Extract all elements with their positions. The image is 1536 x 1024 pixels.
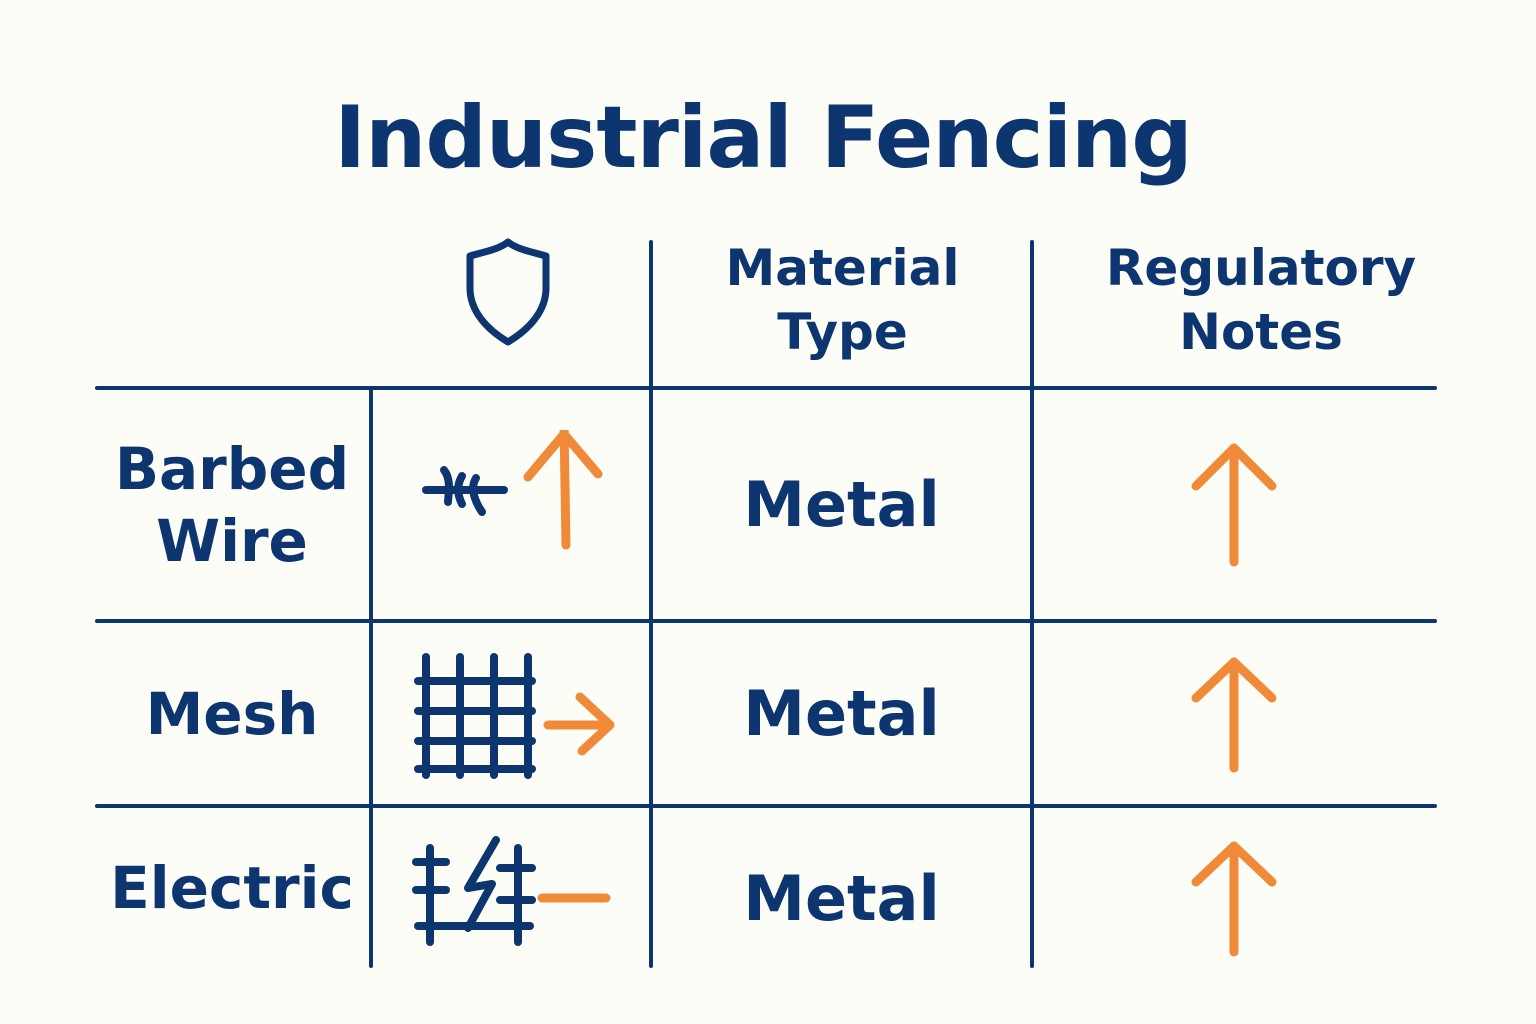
grid-line-row1 (95, 619, 1437, 623)
regulatory-cell (1034, 623, 1436, 804)
regulatory-cell (1034, 390, 1436, 619)
header-material-type: Material Type (655, 235, 1030, 365)
shield-icon (466, 238, 550, 346)
row-icon-cell (373, 808, 649, 968)
header-label-line: Notes (1179, 303, 1343, 361)
up-arrow-icon (523, 429, 603, 549)
up-arrow-icon (1191, 443, 1277, 566)
row-label-electric: Electric (95, 808, 369, 968)
grid-line-col2 (649, 240, 653, 968)
mesh-grid-icon (414, 652, 615, 779)
right-arrow-icon (543, 692, 615, 755)
barbed-wire-icon (422, 429, 603, 549)
shield-header-cell (420, 225, 596, 355)
header-label-line: Regulatory (1105, 239, 1417, 297)
row-label-line: Electric (110, 854, 354, 922)
electric-fence-icon (412, 836, 611, 946)
grid-line-col3 (1030, 240, 1034, 968)
regulatory-cell (1034, 808, 1436, 988)
grid-line-col1 (369, 388, 373, 968)
material-value: Metal (743, 861, 940, 935)
material-value: Metal (743, 468, 940, 541)
up-arrow-icon (1191, 841, 1277, 957)
row-label-line: Barbed (114, 434, 350, 503)
header-label-line: Material (725, 239, 960, 297)
header-label-line: Type (777, 303, 908, 361)
row-label-line: Wire (156, 506, 308, 575)
grid-line-row2 (95, 804, 1437, 808)
row-label-line: Mesh (145, 679, 319, 748)
up-arrow-icon (1191, 657, 1277, 772)
grid-line-header (95, 386, 1437, 390)
row-icon-cell (373, 390, 649, 619)
row-label-mesh: Mesh (95, 623, 369, 804)
row-icon-cell (373, 623, 649, 804)
material-value: Metal (743, 677, 940, 750)
page-title: Industrial Fencing (334, 88, 1193, 188)
row-label-barbed-wire: Barbed Wire (95, 390, 369, 619)
header-regulatory-notes: Regulatory Notes (1036, 235, 1486, 365)
